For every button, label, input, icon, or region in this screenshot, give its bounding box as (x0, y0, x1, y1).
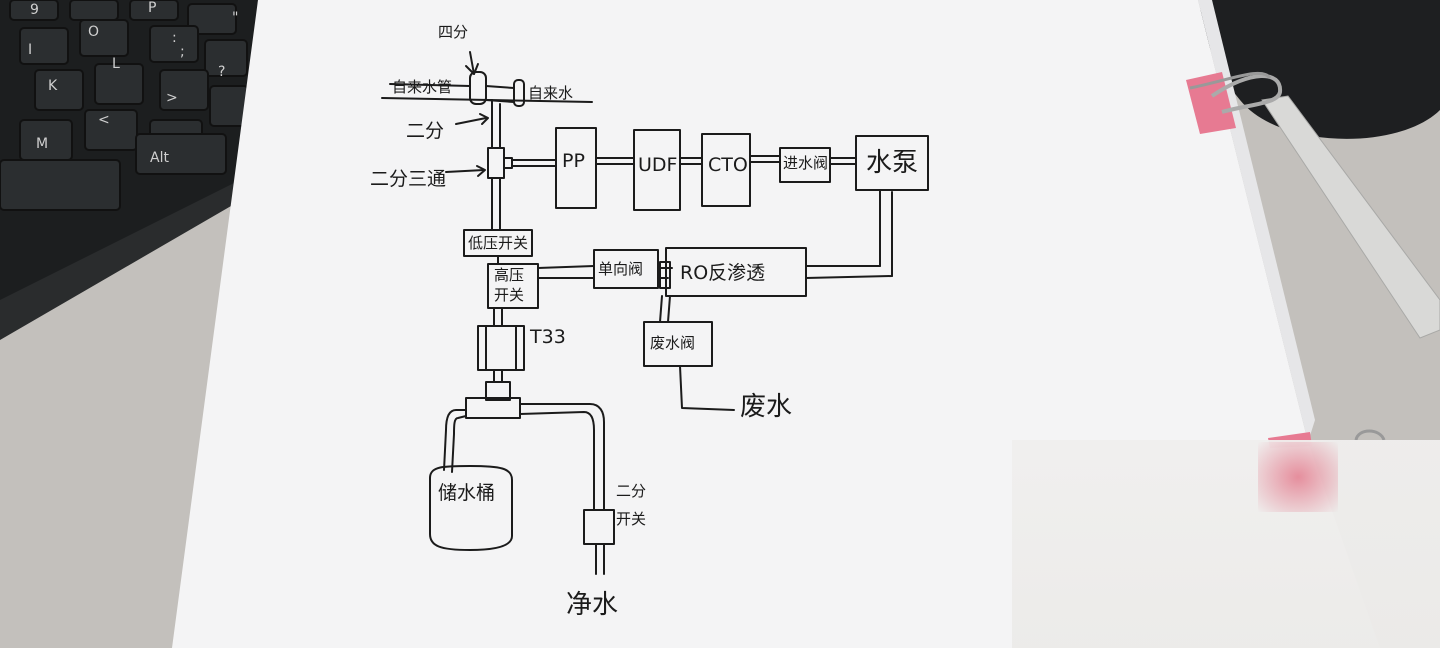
t33-label: T33 (530, 326, 566, 348)
pure-water-label: 净水 (566, 590, 619, 620)
binder-clip (1186, 71, 1283, 134)
light-glare (1012, 440, 1440, 648)
storage-tank-label: 储水桶 (438, 482, 496, 504)
pump-label: 水泵 (866, 148, 919, 178)
filter-cto-label: CTO (708, 154, 748, 176)
keyboard (0, 0, 258, 340)
key-o: O (88, 24, 100, 40)
pen (1261, 95, 1440, 339)
waste-valve-label: 废水阀 (650, 334, 696, 352)
key-question: ? (218, 64, 226, 80)
hand-drawn-diagram (381, 51, 929, 575)
filter-udf-label: UDF (638, 154, 678, 176)
check-valve-label: 单向阀 (598, 260, 644, 278)
ro-membrane-label: RO反渗透 (680, 262, 766, 284)
key-colon: : (172, 30, 177, 46)
key-p: P (148, 0, 157, 16)
clip-reflection (1258, 442, 1338, 512)
key-less: < (98, 112, 110, 128)
high-pressure-switch-label-2: 开关 (494, 286, 525, 304)
inlet-valve-label: 进水阀 (783, 154, 829, 172)
key-9: 9 (30, 2, 39, 18)
key-semicolon: ; (180, 44, 185, 60)
label-tap-pipe: 自来水管 (392, 78, 453, 96)
label-tap-water: 自来水 (528, 84, 574, 102)
key-alt: Alt (150, 150, 169, 166)
key-i: I (28, 42, 33, 58)
erfen-switch-label-1: 二分 (616, 482, 647, 500)
label-erfen-tee: 二分三通 (370, 168, 447, 190)
key-l: L (112, 56, 120, 72)
high-pressure-switch-label-1: 高压 (494, 266, 525, 284)
label-erfen: 二分 (406, 120, 445, 142)
filter-pp-label: PP (562, 150, 585, 172)
low-pressure-switch-label: 低压开关 (468, 234, 529, 252)
label-sifen: 四分 (438, 23, 469, 41)
key-greater: > (166, 90, 178, 106)
waste-water-label: 废水 (740, 392, 793, 422)
key-k: K (48, 78, 58, 94)
key-m: M (36, 136, 49, 152)
key-quote: " (232, 10, 239, 26)
erfen-switch-label-2: 开关 (616, 510, 647, 528)
